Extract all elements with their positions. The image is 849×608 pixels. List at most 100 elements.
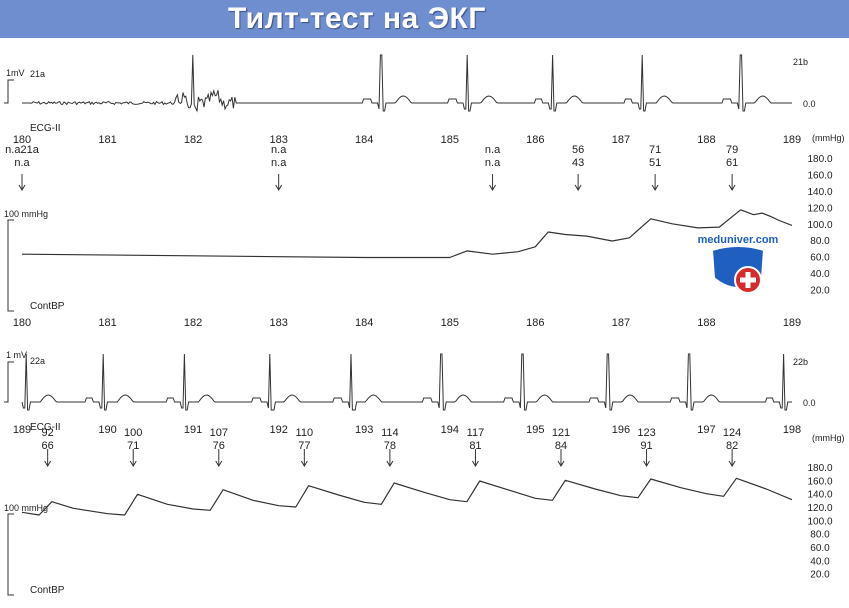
annotation-arrow-head (300, 460, 308, 467)
y-tick-label: 140.0 (807, 490, 832, 501)
systolic-value: 110 (296, 427, 314, 439)
diastolic-value: 71 (127, 440, 139, 452)
y-tick-label: 100.0 (807, 220, 832, 231)
annotation-arrow-head (728, 460, 736, 467)
y-tick-label: 20.0 (810, 570, 830, 581)
diastolic-value: n.a (485, 157, 501, 169)
annotation-arrow-head (643, 460, 650, 467)
calibration-pulse-ecg (4, 79, 14, 104)
x-tick-label: 182 (184, 317, 202, 329)
x-tick-label: 187 (612, 134, 630, 146)
x-tick-label: 197 (697, 424, 715, 436)
x-tick-label: 198 (783, 424, 801, 436)
x-tick-label: 188 (697, 134, 715, 146)
y-tick-label: 120.0 (807, 203, 832, 214)
calibration-bracket-bp (7, 513, 14, 596)
calibration-pulse-ecg (4, 361, 14, 403)
bp-trace (21, 209, 793, 259)
x-tick-label: 192 (269, 424, 287, 436)
systolic-value: 71 (649, 144, 661, 156)
y-tick-label: 40.0 (810, 556, 830, 567)
strip-end-label: 22b (793, 357, 808, 367)
diastolic-value: 84 (555, 440, 567, 452)
watermark-logo: meduniver.com (698, 234, 779, 294)
diastolic-value: 82 (726, 440, 738, 452)
annotation-arrow-head (18, 184, 26, 191)
y-tick-label: 20.0 (810, 286, 830, 297)
diastolic-value: 77 (298, 440, 310, 452)
systolic-value: 92 (42, 427, 54, 439)
strip-start-label: 22a (30, 356, 45, 366)
ecg-scale-label: 1 mV (6, 350, 27, 360)
x-tick-label: 189 (13, 424, 31, 436)
x-tick-label: 186 (526, 134, 544, 146)
bp-trace (21, 477, 793, 516)
x-tick-label: 189 (783, 134, 801, 146)
systolic-value: 123 (637, 427, 655, 439)
diastolic-value: 61 (726, 157, 738, 169)
x-tick-label: 189 (783, 317, 801, 329)
y-tick-label: 40.0 (810, 269, 830, 280)
diastolic-value: n.a (14, 157, 30, 169)
systolic-value: 121 (552, 427, 570, 439)
x-tick-label: 185 (441, 134, 459, 146)
ecg-scale-label: 1mV (6, 68, 25, 78)
annotation-arrow-head (651, 184, 659, 191)
x-tick-label: 191 (184, 424, 202, 436)
x-tick-label: 184 (355, 317, 373, 329)
systolic-value: 56 (572, 144, 584, 156)
x-tick-label: 183 (269, 134, 287, 146)
strip-start-label: 21a (30, 69, 45, 79)
title-banner: Тилт-тест на ЭКГ (0, 0, 849, 38)
diastolic-value: 81 (469, 440, 481, 452)
y-tick-label: 60.0 (810, 253, 830, 264)
y-tick-label: 160.0 (807, 170, 832, 181)
calibration-bracket-bp (7, 219, 14, 312)
diastolic-value: 76 (213, 440, 225, 452)
x-tick-label: 181 (98, 317, 116, 329)
x-tick-label: 188 (697, 317, 715, 329)
diastolic-value: 91 (640, 440, 652, 452)
y-tick-label: 120.0 (807, 503, 832, 514)
systolic-value: 79 (726, 144, 738, 156)
y-tick-label: 60.0 (810, 543, 830, 554)
page-title: Тилт-тест на ЭКГ (228, 2, 486, 35)
systolic-value: 124 (723, 427, 741, 439)
bp-unit-label: (mmHg) (812, 133, 845, 143)
annotation-arrow-head (472, 460, 479, 467)
x-tick-label: 195 (526, 424, 544, 436)
x-tick-label: 186 (526, 317, 544, 329)
x-tick-label: 196 (612, 424, 630, 436)
y-tick-label: 180.0 (807, 154, 832, 165)
annotation-arrow-head (728, 184, 736, 191)
ecg-trace-label: ECG-II (30, 123, 61, 134)
annotation-arrow-head (557, 460, 565, 467)
x-tick-label: 182 (184, 134, 202, 146)
diastolic-value: n.a (271, 157, 287, 169)
x-tick-label: 183 (269, 317, 287, 329)
diastolic-value: 43 (572, 157, 584, 169)
bp-trace-label: ContBP (30, 585, 65, 596)
x-tick-label: 184 (355, 134, 373, 146)
y-tick-label: 180.0 (807, 463, 832, 474)
annotation-arrow-head (275, 184, 283, 191)
ecg-zero-label: 0.0 (803, 99, 816, 109)
systolic-value: 100 (124, 427, 142, 439)
annotation-arrow-head (129, 460, 137, 467)
systolic-value: 107 (210, 427, 228, 439)
x-tick-label: 193 (355, 424, 373, 436)
systolic-value: n.a (485, 144, 501, 156)
annotation-arrow-head (386, 460, 394, 467)
diastolic-value: 51 (649, 157, 661, 169)
x-tick-label: 187 (612, 317, 630, 329)
systolic-value: 117 (467, 427, 485, 439)
annotation-arrow-head (44, 460, 52, 467)
x-tick-label: 190 (98, 424, 116, 436)
strip-end-label: 21b (793, 57, 808, 67)
watermark-cross-horizontal (740, 277, 756, 283)
bp-scale-label: 100 mmHg (4, 209, 48, 219)
diastolic-value: 78 (384, 440, 396, 452)
y-tick-label: 140.0 (807, 187, 832, 198)
systolic-value: n.a (271, 144, 287, 156)
annotation-arrow-head (489, 184, 496, 191)
